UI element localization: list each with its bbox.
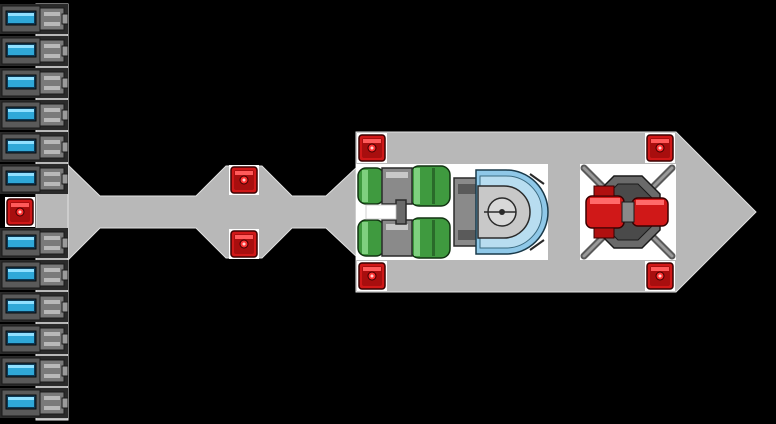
battery-cell-icon[interactable]: [0, 228, 68, 258]
red-armor-block-icon[interactable]: [229, 229, 259, 259]
red-armor-block-icon[interactable]: [357, 261, 387, 291]
red-cannon-turret-icon[interactable]: [580, 164, 676, 260]
battery-cell-icon[interactable]: [0, 36, 68, 66]
battery-cell-icon[interactable]: [0, 388, 68, 418]
green-thruster-icon[interactable]: [356, 164, 452, 260]
red-armor-block-icon[interactable]: [645, 133, 675, 163]
battery-cell-icon[interactable]: [0, 68, 68, 98]
red-armor-block-icon[interactable]: [5, 197, 35, 227]
battery-cell-icon[interactable]: [0, 100, 68, 130]
battery-cell-icon[interactable]: [0, 292, 68, 322]
battery-cell-icon[interactable]: [0, 356, 68, 386]
hull-connector: [67, 163, 359, 262]
red-armor-block-icon[interactable]: [229, 165, 259, 195]
red-armor-block-icon[interactable]: [645, 261, 675, 291]
battery-cell-icon[interactable]: [0, 324, 68, 354]
battery-cell-icon[interactable]: [0, 132, 68, 162]
battery-cell-icon[interactable]: [0, 260, 68, 290]
reactor-dome-icon[interactable]: [452, 164, 549, 260]
battery-cell-icon[interactable]: [0, 164, 68, 194]
battery-cell-icon[interactable]: [0, 4, 68, 34]
red-armor-block-icon[interactable]: [357, 133, 387, 163]
